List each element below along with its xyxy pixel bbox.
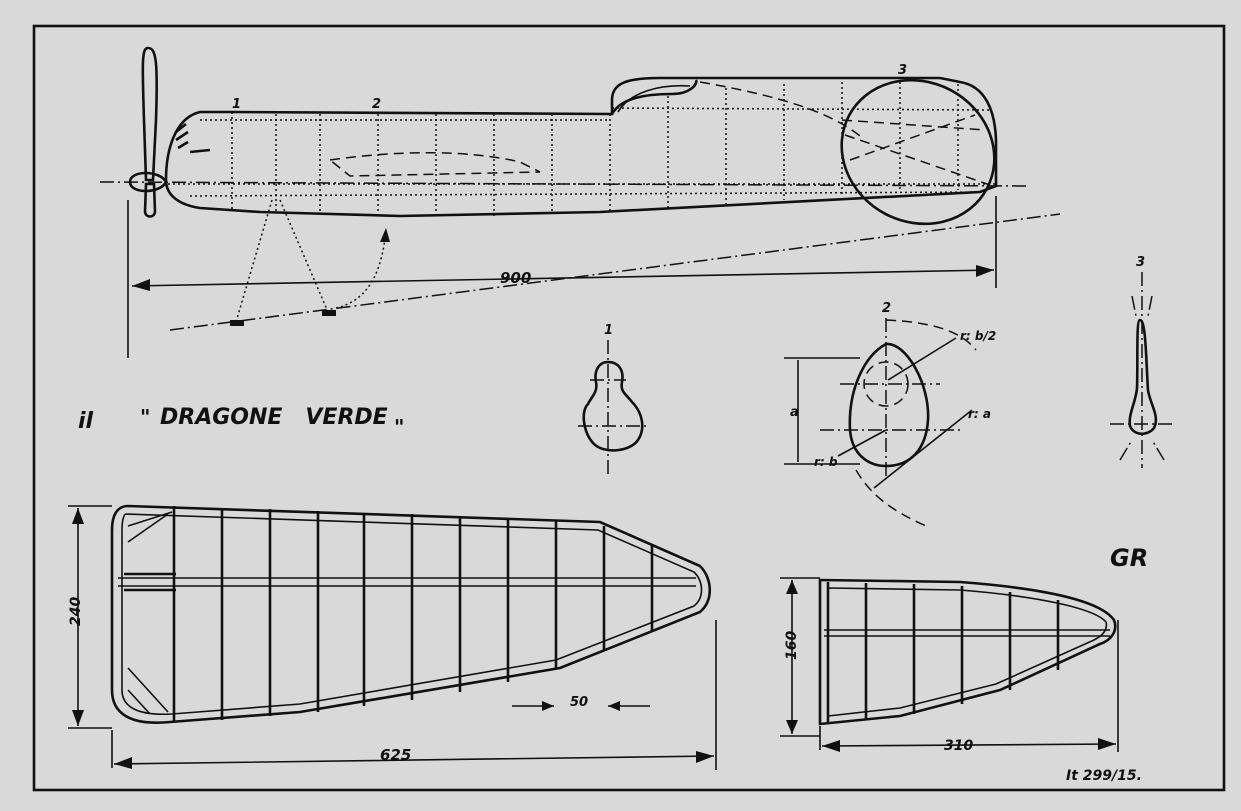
wing-ribs [172,506,654,722]
wing-spar [118,577,696,587]
sheet-border [32,24,1226,792]
dim-arrow-left [132,279,150,291]
title-close-quote: " [394,415,404,439]
title-open-quote: " [140,405,150,429]
wheel-right [322,310,336,316]
retract-arrow [380,228,390,242]
undercarriage-struts [235,199,329,323]
section-2-arc-bottom [855,469,927,527]
section-2-label: 2 [882,301,891,316]
stab-ribs [826,582,1060,722]
title-block: il " DRAGONE VERDE " [78,405,404,439]
stab-chord-label: 160 [784,631,800,660]
section-1-label: 1 [604,323,613,338]
cowl-vents [175,122,189,150]
propeller-blade-lower [143,182,157,218]
fuselage-length-label: 900 [500,269,531,287]
wing-spar-root-reinforce [124,572,176,592]
former-1-label: 1 [232,97,241,112]
wing-span-dim [111,620,717,770]
section-2-rb2-label: r: b/2 [960,329,996,343]
canopy-frame [617,84,691,113]
former-3-label: 3 [898,63,907,78]
rear-upper-longeron [611,107,991,111]
stabilizer-plan-view: 160 310 [780,577,1119,754]
section-2-arc-top [885,319,977,351]
drawing-reference: It 299/15. [1066,768,1142,784]
wing-inner-outline [121,513,703,716]
wing-chord-label: 240 [68,597,84,626]
ground-line [169,213,1061,331]
designer-initials: GR [1110,544,1148,572]
section-3-centerlines [1110,272,1176,468]
dim-arrow-right [976,265,994,277]
fin-rudder [840,78,996,226]
propeller-blade-upper [141,46,159,182]
bottom-stringer [189,191,981,197]
section-2-dim-a [784,357,860,465]
tail-bracing [841,114,991,186]
wing-root-outline [328,152,541,177]
decking-line [699,81,861,137]
section-2-ra-label: r: a [968,407,991,421]
wing-root-gussets [127,511,173,715]
section-1-centerlines [578,340,650,478]
section-2-radius-b2 [887,337,957,381]
title-name: DRAGONE VERDE [160,405,388,430]
title-prefix: il [78,409,94,434]
stab-spar [824,629,1110,637]
exhaust-mark [189,148,211,154]
section-3: 3 [1110,255,1176,468]
thrust-line [99,181,1031,187]
section-2-rb-label: r: b [814,455,838,469]
stab-outline [818,578,1117,726]
wing-span-label: 625 [380,746,411,764]
dim-line-900 [131,269,995,287]
fuselage-side-view: 900 1 2 3 [99,46,1061,358]
section-2-radius-a [873,409,973,489]
stab-chord-dim [780,577,820,737]
section-2-radius-b [837,429,887,457]
stab-span-label: 310 [944,738,973,754]
wing-plan-view: 240 625 50 [68,504,717,770]
section-1-outline [582,360,644,452]
canopy-line [610,79,698,115]
section-2-a-label: a [790,405,799,420]
section-2: r: b/2 r: a r: b a 2 [784,301,996,527]
fuselage-outline [164,76,998,218]
former-2-label: 2 [372,97,381,112]
section-2-centerlines [820,318,960,480]
wing-outline [110,504,712,724]
section-1: 1 [578,323,650,478]
section-3-outline [1128,318,1158,436]
stab-span-dim [819,620,1119,752]
section-3-label: 3 [1136,255,1145,270]
wing-chord-dim [68,505,112,729]
wheel-left [230,320,244,326]
rib-spacing-label: 50 [570,695,588,710]
